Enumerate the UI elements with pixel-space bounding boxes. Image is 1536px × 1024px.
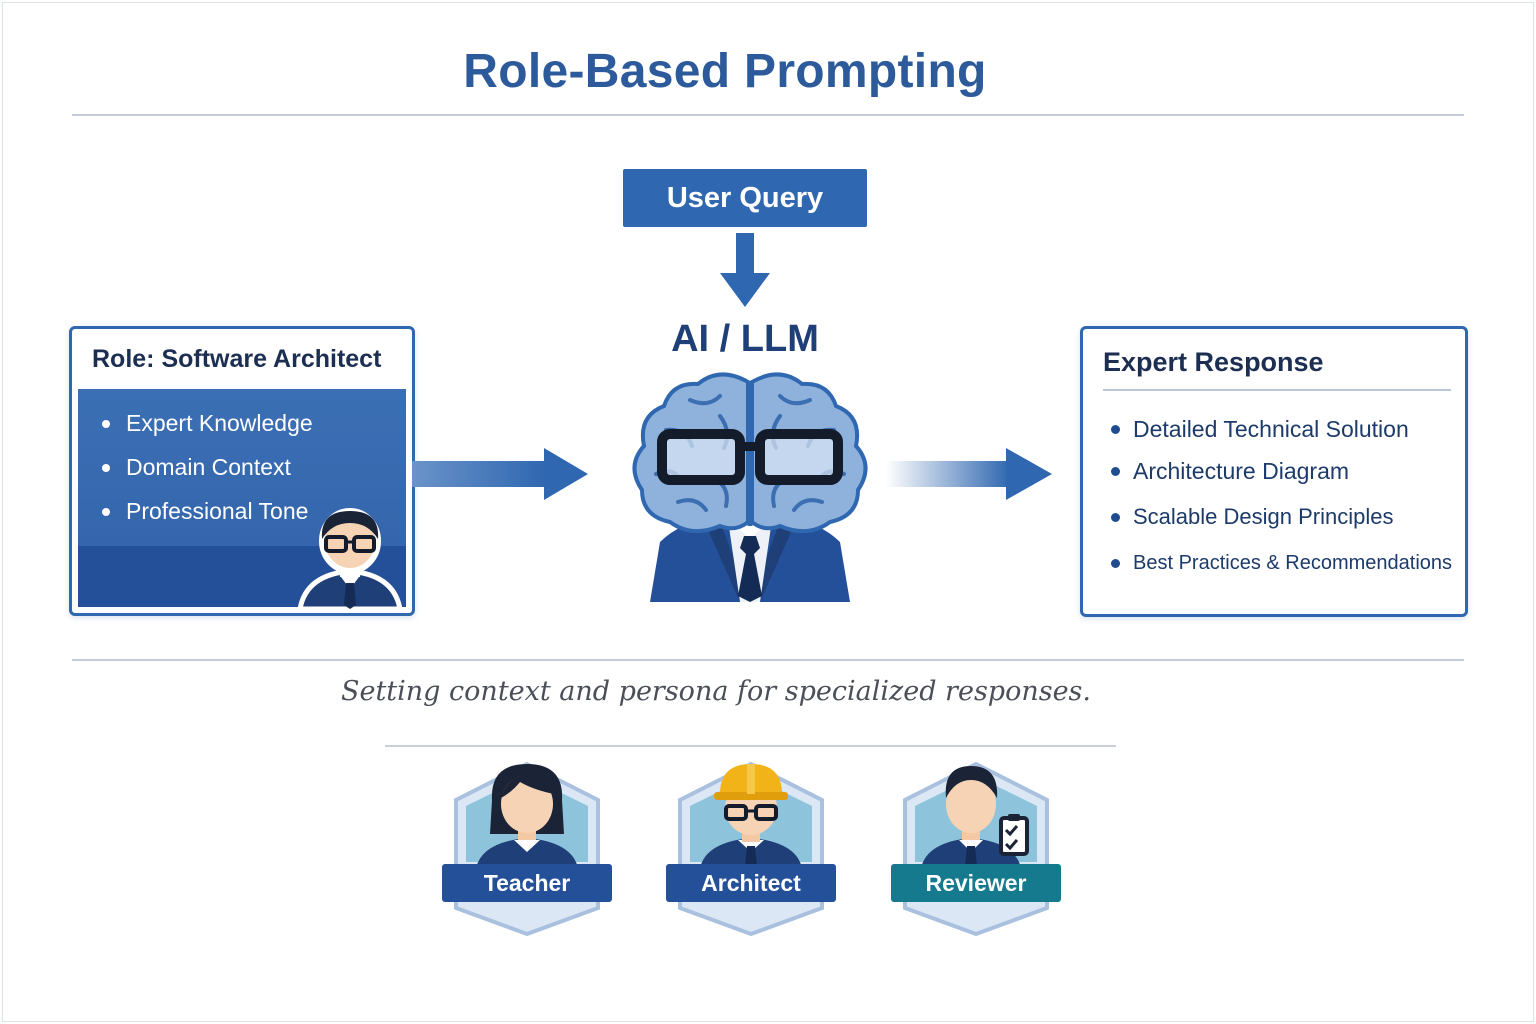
list-item: Domain Context	[100, 449, 313, 493]
title-divider	[72, 114, 1464, 116]
tagline-divider	[385, 745, 1116, 747]
list-item: Scalable Design Principles	[1109, 497, 1452, 543]
tagline: Setting context and persona for speciali…	[340, 676, 1091, 707]
reviewer-label: Reviewer	[891, 864, 1061, 902]
list-item: Best Practices & Recommendations	[1109, 543, 1452, 585]
response-panel-title: Expert Response	[1103, 347, 1324, 377]
role-panel-title: Role: Software Architect	[92, 345, 382, 373]
software-architect-avatar-icon	[297, 508, 403, 612]
role-badge-reviewer: Reviewer	[891, 758, 1061, 938]
list-item: Detailed Technical Solution	[1109, 409, 1452, 451]
right-arrow-icon	[886, 448, 1052, 500]
teacher-label: Teacher	[442, 864, 612, 902]
architect-hardhat-avatar-icon	[700, 764, 802, 868]
expert-response-panel: Expert Response Detailed Technical Solut…	[1080, 326, 1468, 617]
response-title-divider	[1103, 389, 1451, 391]
role-badge-teacher: Teacher	[442, 758, 612, 938]
response-item-list: Detailed Technical Solution Architecture…	[1109, 409, 1452, 585]
ai-llm-label: AI / LLM	[671, 318, 819, 360]
role-panel: Role: Software Architect Expert Knowledg…	[69, 326, 415, 616]
role-panel-body: Expert Knowledge Domain Context Professi…	[78, 389, 406, 612]
role-badge-architect: Architect	[666, 758, 836, 938]
list-item: Professional Tone	[100, 493, 313, 537]
page-title: Role-Based Prompting	[463, 45, 987, 98]
teacher-avatar-icon	[476, 764, 578, 868]
user-query-box: User Query	[623, 169, 867, 227]
ai-brain-icon	[632, 372, 868, 602]
list-item: Expert Knowledge	[100, 405, 313, 449]
list-item: Architecture Diagram	[1109, 451, 1452, 497]
architect-label: Architect	[666, 864, 836, 902]
role-attribute-list: Expert Knowledge Domain Context Professi…	[100, 405, 313, 537]
reviewer-avatar-icon	[921, 766, 1029, 868]
section-divider	[72, 659, 1464, 661]
right-arrow-icon	[412, 448, 588, 500]
down-arrow-icon	[720, 233, 770, 307]
